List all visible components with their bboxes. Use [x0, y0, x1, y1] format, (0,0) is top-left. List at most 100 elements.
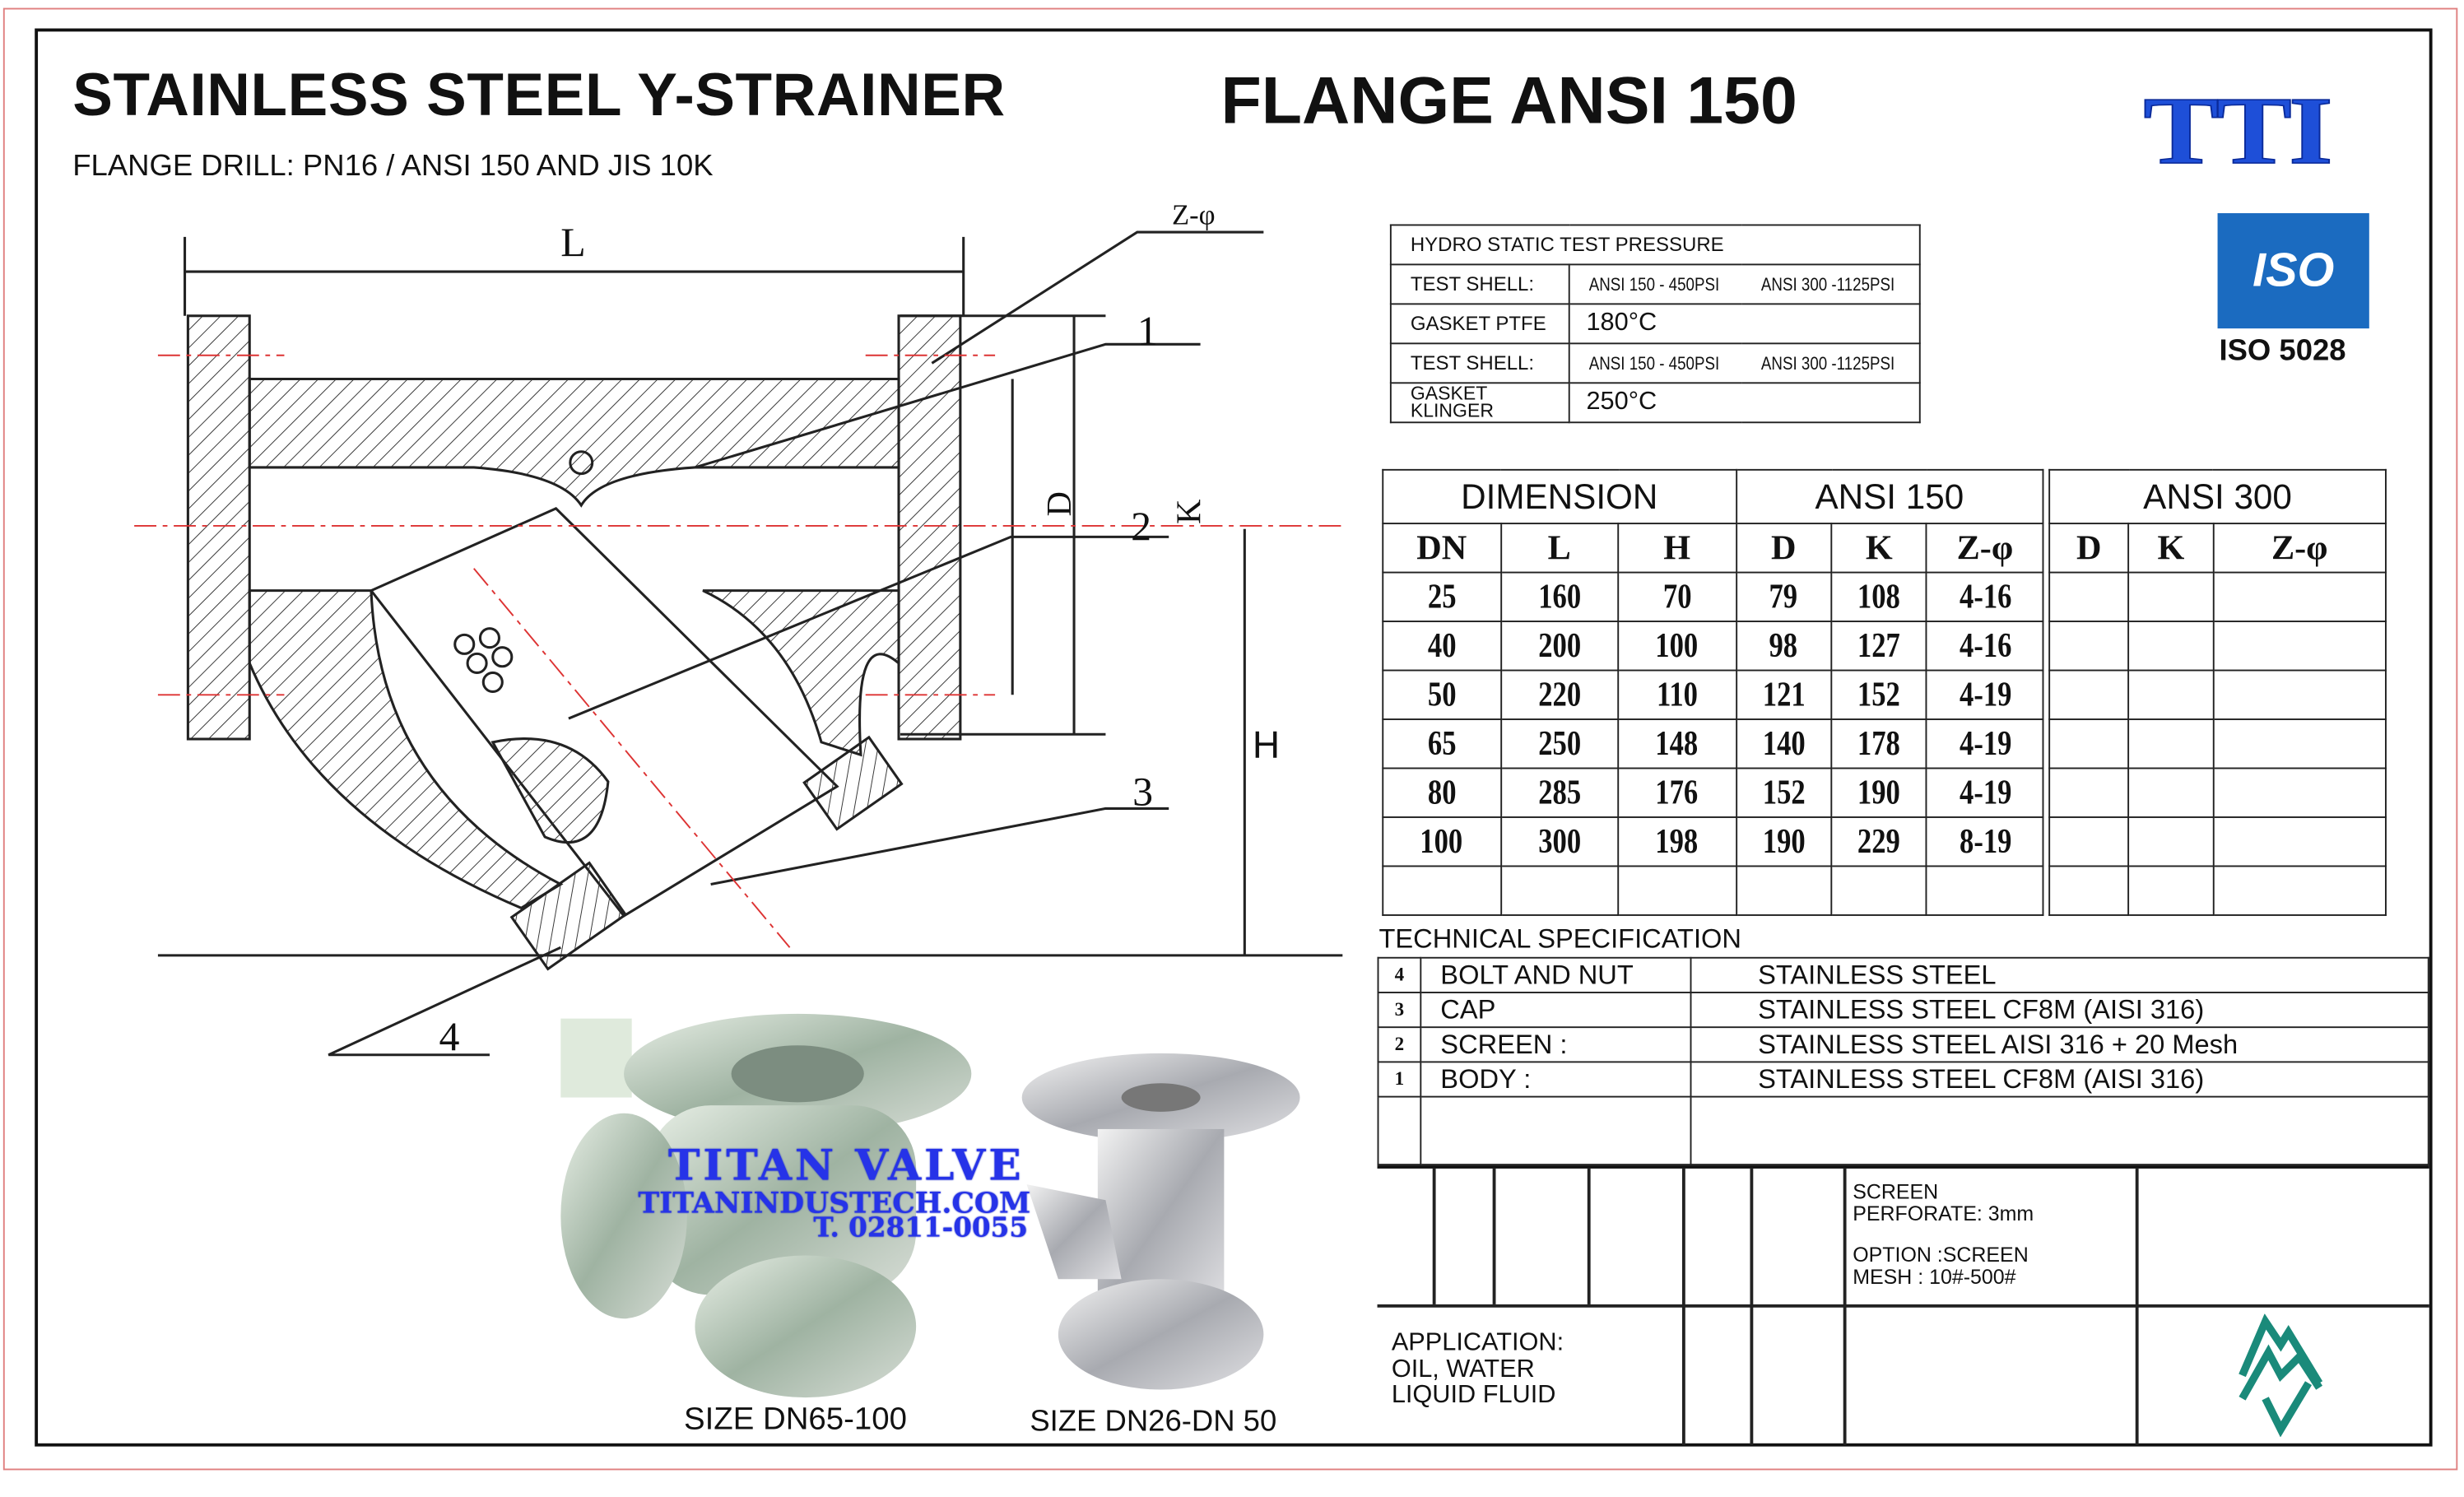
column-header: Z-φ [1926, 523, 2044, 574]
cell-value: 200 [1537, 625, 1581, 665]
table-cell [1382, 865, 1502, 916]
cell-value: 121 [1762, 674, 1806, 714]
table-cell [2212, 621, 2387, 672]
cell-value: 4-19 [1959, 772, 2011, 812]
cell-value: 160 [1537, 576, 1581, 616]
table-cell: 200 [1499, 621, 1620, 672]
dimension-header: DIMENSION [1382, 468, 1737, 525]
cell-value: 100 [1655, 625, 1699, 665]
cell-value: 250 [1537, 723, 1581, 763]
table-row [2048, 816, 2387, 867]
part-name: SCREEN : [1420, 1026, 1692, 1063]
table-cell [2212, 816, 2387, 867]
column-header: DN [1382, 523, 1502, 574]
table-row [2048, 767, 2387, 818]
small-strainer-photo [1021, 1053, 1300, 1390]
table-cell: 100 [1617, 621, 1737, 672]
table-cell [2048, 718, 2130, 769]
table-row [2048, 718, 2387, 769]
row-label: TEST SHELL: [1389, 342, 1571, 384]
table-cell: 98 [1735, 621, 1833, 672]
table-cell [2127, 816, 2215, 867]
cell-value: 190 [1762, 821, 1806, 861]
table-cell: 25 [1382, 571, 1502, 623]
flange-rating-title: FLANGE ANSI 150 [1220, 63, 1797, 137]
option-note-1: OPTION :SCREEN [1853, 1243, 2029, 1267]
table-cell: 152 [1830, 669, 1928, 720]
iso-caption: ISO 5028 [2219, 334, 2346, 369]
cell-value: 198 [1655, 821, 1699, 861]
row-label: GASKET PTFE [1389, 303, 1571, 345]
cell-value: 229 [1857, 821, 1901, 861]
cell-value: 300 [1537, 821, 1581, 861]
table-cell [1735, 865, 1833, 916]
table-cell: 220 [1499, 669, 1620, 720]
product-photos [560, 1013, 1300, 1398]
cell-value: 140 [1762, 723, 1806, 763]
cell-value: 4-16 [1959, 625, 2011, 665]
part-material: STAINLESS STEEL [1690, 956, 2429, 993]
table-cell: 40 [1382, 621, 1502, 672]
table-cell: 108 [1830, 571, 1928, 623]
cell-value: 285 [1537, 772, 1581, 812]
table-row [2048, 669, 2387, 720]
value: ANSI 150 - 450PSI [1589, 276, 1720, 295]
table-cell [2127, 767, 2215, 818]
table-cell [2048, 621, 2130, 672]
column-header: D [1735, 523, 1833, 574]
table-cell: 50 [1382, 669, 1502, 720]
cell-value: 148 [1655, 723, 1699, 763]
company-logo-icon [2239, 1313, 2323, 1438]
table-cell: 70 [1617, 571, 1737, 623]
table-cell: 110 [1617, 669, 1737, 720]
part-number: 3 [1377, 992, 1422, 1029]
spec-row [1377, 1095, 2429, 1166]
table-cell: 8-19 [1926, 816, 2044, 867]
table-cell [2212, 865, 2387, 916]
column-header: H [1617, 523, 1737, 574]
table-cell [2127, 669, 2215, 720]
table-cell [1830, 865, 1928, 916]
table-cell: 65 [1382, 718, 1502, 769]
cell-value: 8-19 [1959, 821, 2011, 861]
table-cell: 140 [1735, 718, 1833, 769]
ansi300-header: ANSI 300 [2048, 468, 2387, 525]
table-cell [2048, 865, 2130, 916]
table-cell [2212, 718, 2387, 769]
table-cell: 79 [1735, 571, 1833, 623]
cell-value: 108 [1857, 576, 1901, 616]
value: 180°C [1569, 303, 1921, 345]
cell-value: 178 [1857, 723, 1901, 763]
cell-value: 40 [1427, 625, 1457, 665]
table-cell: 4-19 [1926, 767, 2044, 818]
table-cell: 4-16 [1926, 571, 2044, 623]
part-material: STAINLESS STEEL AISI 316 + 20 Mesh [1690, 1026, 2429, 1063]
table-cell [2212, 571, 2387, 623]
table-cell: 229 [1830, 816, 1928, 867]
cell-value: 220 [1537, 674, 1581, 714]
table-cell [2048, 669, 2130, 720]
screen-note-1: SCREEN [1853, 1179, 1939, 1204]
cell-value: 25 [1427, 576, 1457, 616]
table-cell: 190 [1735, 816, 1833, 867]
table-row: 25 160 70 79 108 4-16 [1382, 571, 2044, 623]
cell-value: 70 [1662, 576, 1692, 616]
value: ANSI 300 -1125PSI [1761, 355, 1896, 374]
table-cell: 4-19 [1926, 718, 2044, 769]
caption-large-size: SIZE DN65-100 [684, 1402, 907, 1438]
row-label: TEST SHELL: [1389, 263, 1571, 305]
table-cell [2212, 669, 2387, 720]
table-cell [2048, 767, 2130, 818]
table-cell: 160 [1499, 571, 1620, 623]
table-cell: 178 [1830, 718, 1928, 769]
table-cell [1499, 865, 1620, 916]
table-cell: 190 [1830, 767, 1928, 818]
cell-value: 4-19 [1959, 674, 2011, 714]
hydrostatic-test-table: HYDRO STATIC TEST PRESSURE TEST SHELL:AN… [1389, 224, 1921, 424]
